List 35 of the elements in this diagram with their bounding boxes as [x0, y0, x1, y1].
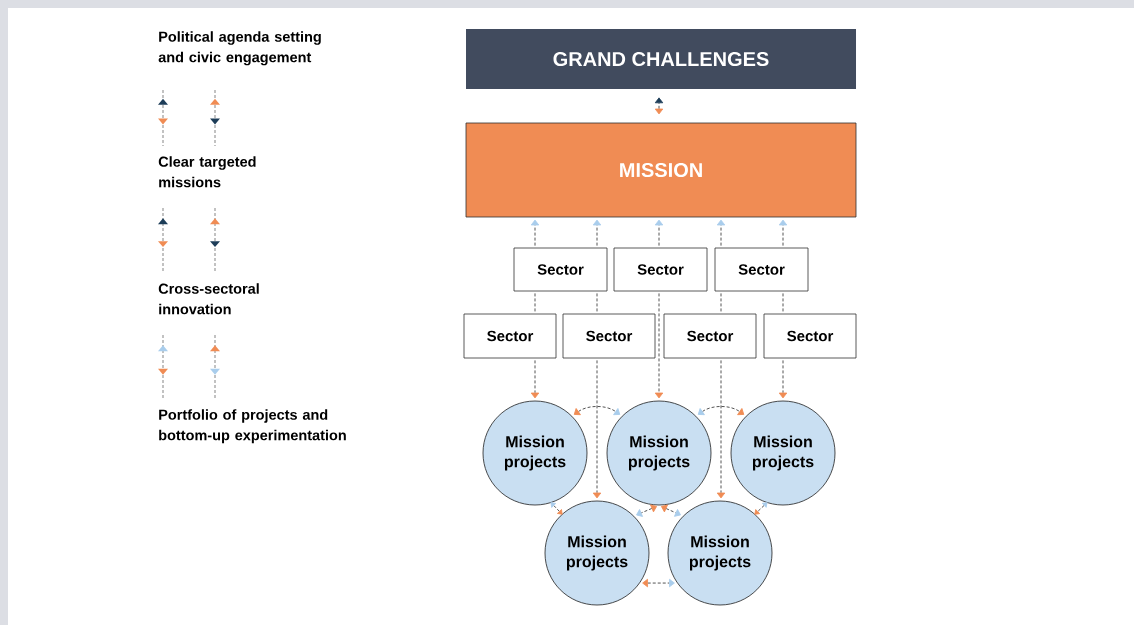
arrow	[654, 97, 664, 115]
arrow	[530, 360, 540, 399]
arrow	[654, 219, 664, 246]
arrow	[636, 504, 657, 517]
sector-box: Sector	[513, 247, 608, 292]
title-box: GRAND CHALLENGES	[466, 29, 856, 89]
arrow	[778, 360, 788, 399]
legend-heading: Portfolio of projects and bottom-up experimentation	[159, 409, 346, 444]
mission-box: MISSION	[465, 122, 857, 218]
connector-line	[596, 293, 598, 312]
connector-line	[720, 293, 722, 312]
sector-box: Sector	[763, 313, 857, 359]
arrow	[592, 360, 602, 499]
connector-line	[534, 293, 536, 312]
sector-box: Sector	[562, 313, 656, 359]
arrow	[592, 219, 602, 246]
legend-heading: Cross-sectoral innovation	[158, 283, 259, 315]
arrow	[642, 578, 675, 588]
arrow	[530, 219, 540, 246]
arrow	[661, 504, 681, 517]
sector-box: Sector	[663, 313, 757, 359]
arrow	[550, 502, 563, 515]
arrow	[716, 219, 726, 246]
arrow	[573, 406, 621, 416]
sector-box: Sector	[613, 247, 708, 292]
sector-box: Sector	[463, 313, 557, 359]
arrow	[716, 360, 726, 499]
arrow	[754, 502, 768, 515]
legend-heading: Political agenda setting and civic engagement	[158, 31, 321, 66]
arrow	[654, 293, 664, 399]
legend-heading: Clear targeted missions	[158, 156, 256, 188]
arrow	[697, 406, 745, 416]
connector-line	[782, 293, 784, 312]
arrow	[778, 219, 788, 246]
sector-box: Sector	[714, 247, 809, 292]
